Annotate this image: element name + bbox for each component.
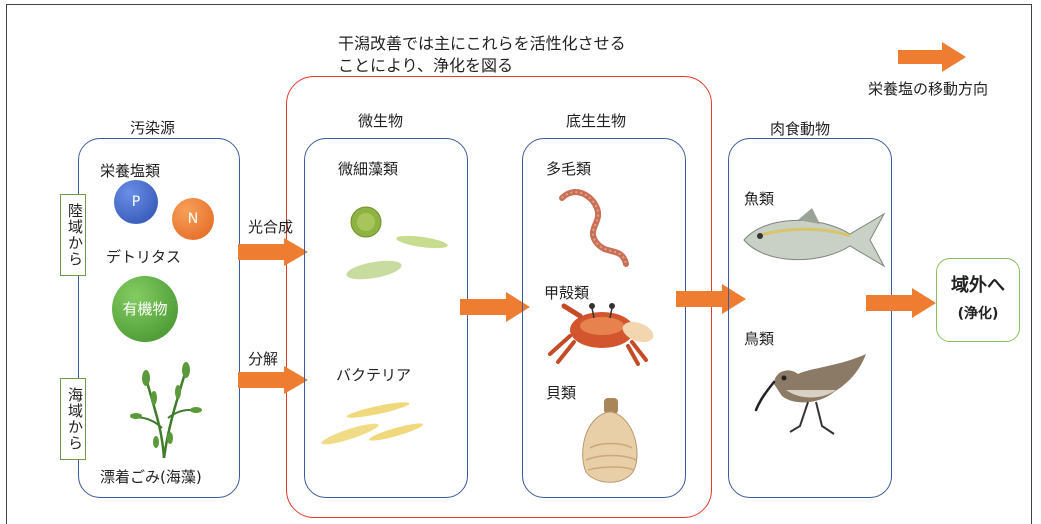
land-label: 陸域から <box>60 194 86 276</box>
sea-label: 海域から <box>60 378 86 460</box>
worm-icon <box>559 189 629 267</box>
bivalve-label: 貝類 <box>546 384 577 402</box>
photosynthesis-arrow-icon <box>238 238 308 266</box>
micro-to-benthos-arrow-icon <box>460 292 530 322</box>
diagram-frame <box>6 4 1032 524</box>
photosynthesis-label: 光合成 <box>248 218 294 236</box>
header-note-line1: 干潟改善では主にこれらを活性化させる <box>338 34 626 53</box>
decomposition-arrow-icon <box>238 366 308 394</box>
drift-waste-label: 漂着ごみ(海藻) <box>100 468 202 486</box>
algae-icon <box>346 206 448 280</box>
micro-title: 微生物 <box>358 112 404 130</box>
legend-label: 栄養塩の移動方向 <box>868 80 989 98</box>
benthos-title: 底生生物 <box>566 112 627 130</box>
bird-icon <box>754 354 866 435</box>
outlet-box: 域外へ (浄化) <box>936 258 1020 342</box>
micro-box <box>304 138 468 498</box>
nitrogen-circle: N <box>172 198 214 240</box>
organic-matter-circle: 有機物 <box>112 276 178 342</box>
source-title: 汚染源 <box>130 119 176 137</box>
decomposition-label: 分解 <box>248 350 279 368</box>
predator-box <box>728 138 892 498</box>
crustacea-label: 甲殻類 <box>544 284 590 302</box>
predator-to-outlet-arrow-icon <box>866 288 936 318</box>
outlet-label: 域外へ <box>951 275 1005 296</box>
header-note-line2: ことにより、浄化を図る <box>338 56 514 75</box>
shell-icon <box>582 398 638 483</box>
predator-title: 肉食動物 <box>770 120 831 138</box>
fish-icon <box>743 208 886 268</box>
phosphorus-circle: P <box>114 180 158 224</box>
legend-arrow-icon <box>898 42 966 72</box>
bird-label: 鳥類 <box>744 330 775 348</box>
bacteria-label: バクテリア <box>336 366 412 384</box>
benthos-box <box>522 138 686 498</box>
seaweed-icon <box>130 362 202 459</box>
crab-icon <box>548 303 654 366</box>
fish-label: 魚類 <box>744 190 775 208</box>
detritus-label: デトリタス <box>106 248 182 266</box>
polychaeta-label: 多毛類 <box>546 160 592 178</box>
bacteria-icon <box>321 402 423 445</box>
source-box <box>78 138 240 498</box>
algae-label: 微細藻類 <box>338 160 399 178</box>
nutrients-label: 栄養塩類 <box>100 162 161 180</box>
outlet-sub-label: (浄化) <box>957 306 999 322</box>
